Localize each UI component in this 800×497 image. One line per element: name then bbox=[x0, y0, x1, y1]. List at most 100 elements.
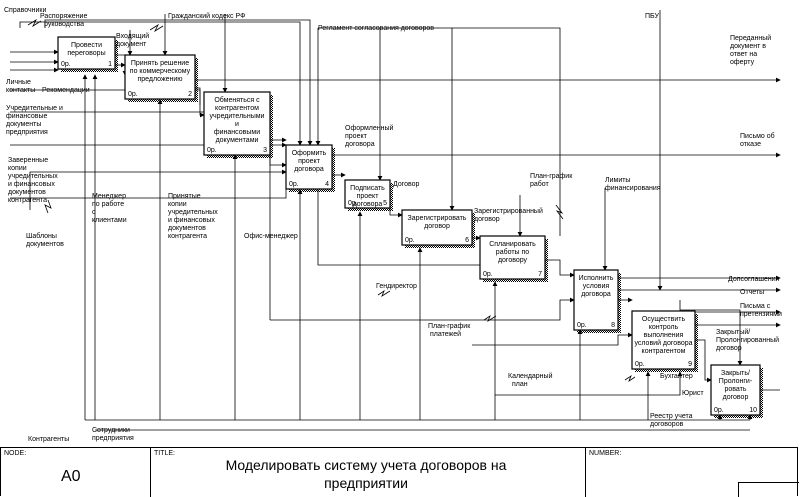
label-prinyatye-3: учредительных bbox=[168, 209, 218, 216]
box-title-8-line: договора bbox=[581, 291, 611, 298]
label-uchred-fin-2: финансовые bbox=[6, 113, 48, 120]
box-cost-7: 0р. bbox=[483, 271, 493, 278]
box-title-9-line: условий договора bbox=[634, 339, 692, 347]
label-prinyatye-2: копии bbox=[168, 201, 187, 208]
node-cell: NODE: A0 bbox=[1, 448, 151, 497]
label-pismo-otkaz-1: Письмо об bbox=[740, 132, 775, 140]
box-title-7-line: работы по bbox=[496, 248, 530, 256]
label-raspor-1: Распоряжение bbox=[40, 13, 87, 20]
label-vhod-doc-1: Входящий bbox=[116, 32, 149, 40]
box-number-1: 1 bbox=[108, 61, 112, 68]
label-rekom: Рекомендации bbox=[42, 87, 90, 94]
label-oformlenny-3: договора bbox=[345, 141, 375, 148]
label-sotrudniki-2: предприятия bbox=[92, 435, 134, 442]
label-gk-rf: Гражданский кодекс РФ bbox=[168, 12, 245, 20]
label-uchred-fin-4: предприятия bbox=[6, 129, 48, 136]
label-oformlenny: Оформленный проект договора bbox=[345, 124, 395, 148]
box-title-2-line: Принять решение bbox=[131, 60, 189, 67]
box-title-10-line: ровать bbox=[724, 386, 746, 393]
box-number-9: 9 bbox=[688, 361, 692, 368]
box-title-9-line: Осуществить bbox=[642, 316, 686, 323]
activity-box-5[interactable] bbox=[344, 179, 393, 211]
label-uchred-fin: Учредительные и финансовые документы пре… bbox=[6, 105, 65, 136]
activity-box-10[interactable] bbox=[710, 364, 763, 418]
label-zakryty-3: договор bbox=[716, 345, 742, 352]
label-manager: Менеджер по работе с клиентами bbox=[92, 193, 128, 224]
number-label: NUMBER: bbox=[589, 450, 622, 457]
label-prinyatye-6: контрагента bbox=[168, 233, 207, 240]
label-prinyatye: Принятые копии учредительных и финансовы… bbox=[168, 193, 220, 240]
box-title-6-line: договор bbox=[424, 223, 450, 230]
label-spravochniki: Справочники bbox=[4, 7, 46, 14]
box-cost-5: 0р. bbox=[348, 200, 358, 207]
label-kontragenty: Контрагенты bbox=[28, 436, 69, 443]
activity-box-8[interactable] bbox=[573, 269, 621, 333]
activity-box-6[interactable] bbox=[401, 209, 475, 248]
label-pismo-otkaz: Письмо об отказе bbox=[740, 132, 777, 148]
label-zakryty-2: Пролонгированный bbox=[716, 336, 779, 344]
box-cost-4: 0р. bbox=[289, 181, 299, 188]
label-uchred-fin-3: документы bbox=[6, 121, 41, 128]
label-limity: Лимиты финансирования bbox=[605, 177, 661, 192]
label-zaverennye-6: контрагента bbox=[8, 197, 47, 204]
label-lichnye: Личные контакты bbox=[6, 79, 35, 94]
label-reestr-2: договоров bbox=[650, 421, 684, 428]
label-limity-1: Лимиты bbox=[605, 177, 630, 184]
activity-box-7[interactable] bbox=[479, 235, 548, 282]
tilde-marks bbox=[27, 18, 636, 383]
box-title-9-line: выполнения bbox=[644, 332, 684, 339]
label-vhod-doc-2: документ bbox=[116, 41, 147, 48]
label-shablony-1: Шаблоны bbox=[26, 232, 57, 240]
label-peredanny-2: документ в bbox=[730, 43, 766, 50]
label-sotrudniki: Сотрудники предприятия bbox=[92, 427, 134, 442]
label-manager-1: Менеджер bbox=[92, 193, 126, 200]
activity-box-4[interactable] bbox=[285, 144, 335, 192]
title-label: TITLE: bbox=[154, 450, 176, 457]
label-zakryty-1: Закрытый/ bbox=[716, 328, 750, 336]
box-number-6: 6 bbox=[465, 237, 469, 244]
box-cost-9: 0р. bbox=[635, 361, 645, 368]
label-zaverennye-5: документов bbox=[8, 189, 46, 196]
box-cost-10: 0р. bbox=[714, 407, 724, 414]
box-number-10: 10 bbox=[749, 407, 757, 414]
label-peredanny: Переданный документ в ответ на оферту bbox=[730, 34, 773, 66]
box-number-8: 8 bbox=[611, 322, 615, 329]
label-buhgalter: Бухгалтер bbox=[660, 373, 693, 380]
label-peredanny-4: оферту bbox=[730, 59, 755, 66]
node-value: A0 bbox=[61, 468, 81, 485]
box-cost-8: 0р. bbox=[577, 322, 587, 329]
label-shablony-2: документов bbox=[26, 241, 64, 248]
label-lichnye-2: контакты bbox=[6, 87, 35, 94]
label-plan-grafik-2: работ bbox=[530, 180, 550, 188]
label-zaregistr-1: Зарегистрированный bbox=[474, 207, 543, 215]
activity-box-1[interactable] bbox=[57, 36, 118, 72]
box-title-8-line: Исполнить bbox=[579, 275, 614, 282]
box-number-3: 3 bbox=[263, 147, 267, 154]
box-number-7: 7 bbox=[538, 271, 542, 278]
label-dogovor: Договор bbox=[393, 181, 420, 188]
box-title-2-line: предложению bbox=[137, 76, 182, 83]
box-title-3-line: и bbox=[235, 121, 239, 128]
box-cost-6: 0р. bbox=[405, 237, 415, 244]
label-kalend-plan: Календарный план bbox=[508, 372, 554, 388]
box-title-3-line: учредительными bbox=[210, 113, 265, 120]
number-box bbox=[738, 482, 799, 497]
label-kalend-plan-1: Календарный bbox=[508, 372, 553, 380]
box-title-7-line: договору bbox=[498, 257, 528, 264]
title-cell: TITLE: Моделировать систему учета догово… bbox=[151, 448, 586, 497]
label-dopsogl: Допсоглашения bbox=[728, 276, 780, 283]
arrow-labels: Справочники Распоряжение руководства Гра… bbox=[4, 7, 782, 443]
activity-box-9[interactable] bbox=[631, 310, 698, 372]
label-manager-4: клиентами bbox=[92, 217, 127, 224]
activity-box-2[interactable] bbox=[124, 54, 198, 102]
activity-box-3[interactable] bbox=[203, 91, 273, 158]
label-zaregistr-2: договор bbox=[474, 216, 500, 223]
